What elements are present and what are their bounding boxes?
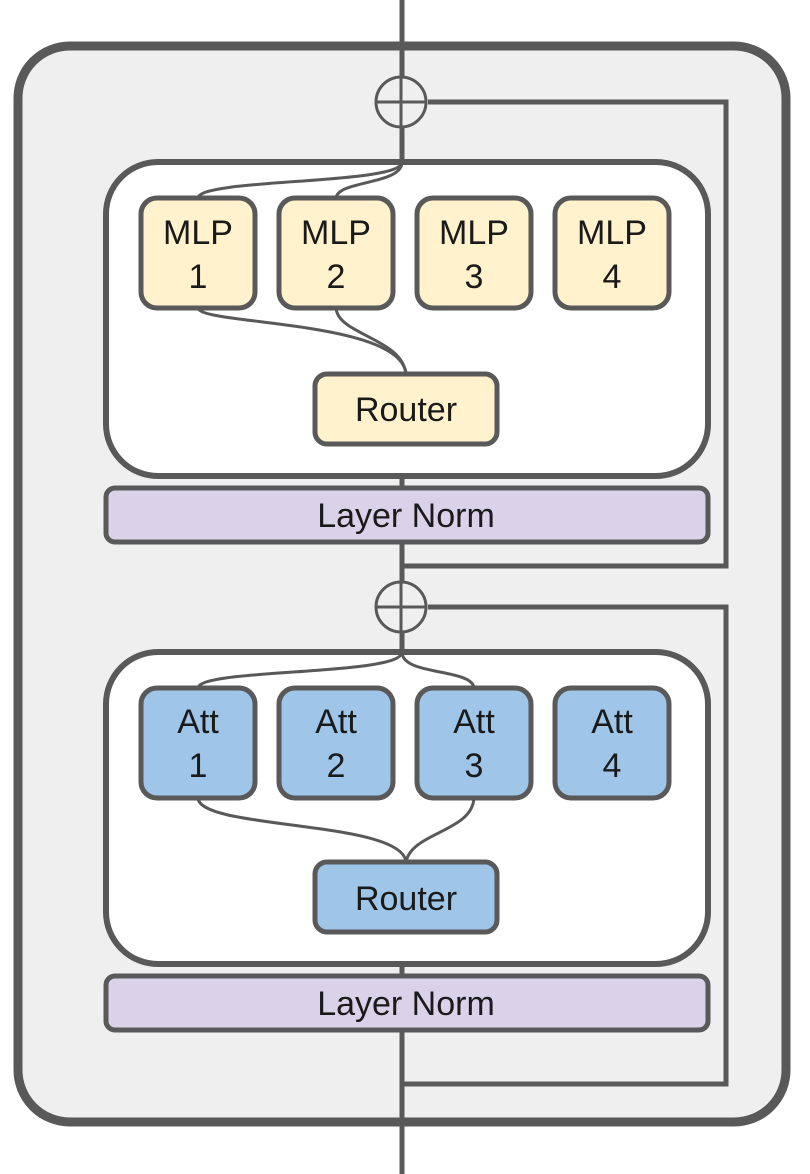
mlp-router-label: Router: [355, 391, 457, 429]
mlp-expert-3: MLP 3: [414, 195, 534, 311]
mlp-expert-4: MLP 4: [552, 195, 672, 311]
att-expert-4-name: Att: [591, 703, 633, 741]
mlp-expert-4-name: MLP: [577, 214, 647, 252]
att-moe-block: Att 1 Att 2 Att 3 Att 4 Router: [103, 649, 711, 967]
mlp-wire-out-1: [196, 161, 404, 199]
att-skip-connection: [402, 604, 729, 1087]
mlp-expert-1-index: 1: [189, 258, 208, 296]
att-wire-in-3: [404, 797, 476, 863]
att-expert-3-name: Att: [453, 703, 495, 741]
mlp-layer-norm: Layer Norm: [103, 485, 711, 545]
att-wire-out-3: [400, 651, 476, 689]
mlp-skip-connection: [402, 99, 729, 569]
att-expert-1: Att 1: [138, 685, 258, 801]
mlp-moe-block: MLP 1 MLP 2 MLP 3 MLP 4 Router: [103, 159, 711, 479]
att-expert-3: Att 3: [414, 685, 534, 801]
att-expert-4-index: 4: [603, 747, 622, 785]
att-expert-1-index: 1: [189, 747, 208, 785]
mlp-wire-in-2: [334, 307, 408, 375]
mlp-wire-in-1: [196, 307, 408, 375]
att-layer-norm: Layer Norm: [103, 973, 711, 1033]
att-expert-2-index: 2: [327, 747, 346, 785]
att-expert-2: Att 2: [276, 685, 396, 801]
att-layer-norm-label: Layer Norm: [317, 985, 495, 1023]
mlp-expert-3-index: 3: [465, 258, 484, 296]
residual-add-top: [374, 75, 428, 129]
mlp-wire-out-2: [334, 161, 404, 199]
att-router: Router: [312, 859, 500, 935]
mlp-expert-1: MLP 1: [138, 195, 258, 311]
mlp-router: Router: [312, 371, 500, 447]
att-router-label: Router: [355, 880, 457, 918]
att-expert-3-index: 3: [465, 747, 484, 785]
residual-add-bottom: [374, 580, 428, 634]
mlp-expert-4-index: 4: [603, 258, 622, 296]
mlp-expert-2: MLP 2: [276, 195, 396, 311]
att-wire-in-1: [196, 797, 408, 863]
att-wire-out-1: [196, 651, 404, 689]
mlp-expert-1-name: MLP: [163, 214, 233, 252]
att-expert-1-name: Att: [177, 703, 219, 741]
att-expert-2-name: Att: [315, 703, 357, 741]
mlp-expert-2-name: MLP: [301, 214, 371, 252]
mlp-expert-3-name: MLP: [439, 214, 509, 252]
att-expert-4: Att 4: [552, 685, 672, 801]
mlp-layer-norm-label: Layer Norm: [317, 497, 495, 535]
mlp-expert-2-index: 2: [327, 258, 346, 296]
